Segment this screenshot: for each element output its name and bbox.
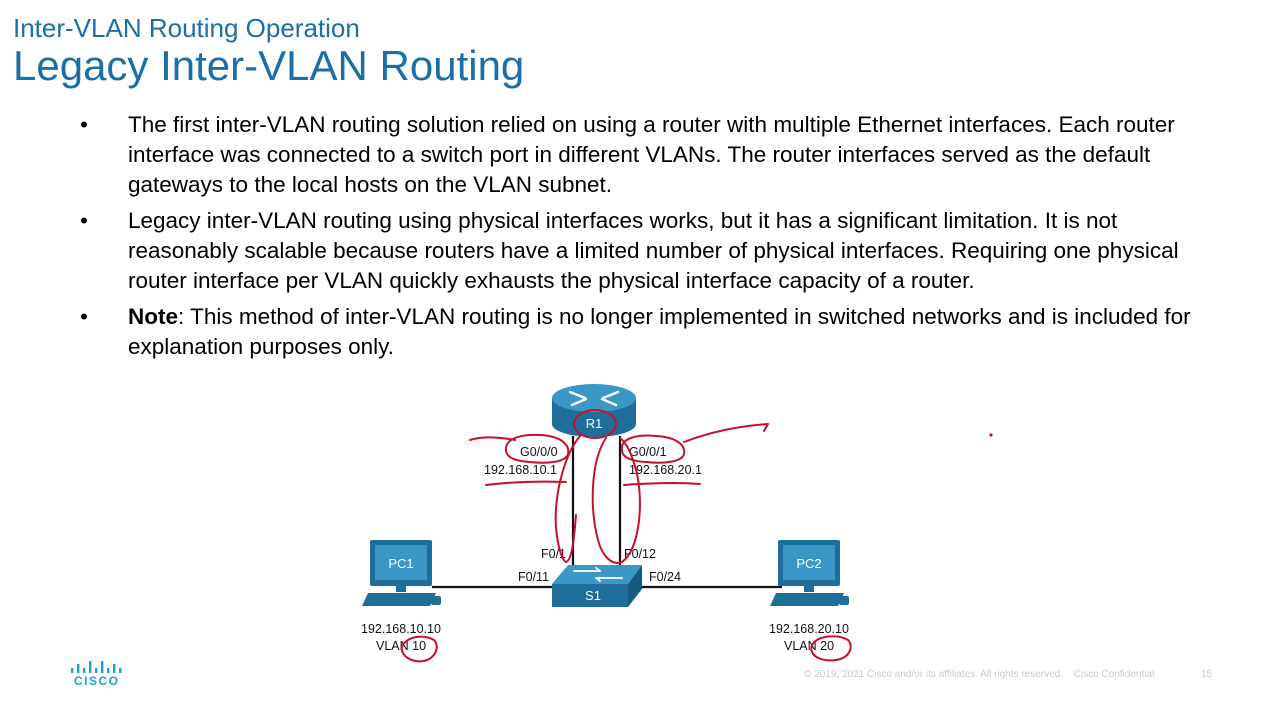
cisco-logo: CISCO [70,660,122,690]
bullet-text: The first inter-VLAN routing solution re… [128,112,1175,197]
pc1-label: PC1 [388,556,413,571]
ink-dot [989,433,993,437]
bullet-text: Legacy inter-VLAN routing using physical… [128,208,1179,293]
switch-label: S1 [585,588,601,603]
cisco-wordmark: CISCO [74,674,120,688]
section-title: Inter-VLAN Routing Operation [13,13,360,43]
footer-copyright: © 2019, 2021 Cisco and/or its affiliates… [804,669,1063,680]
router-if-left-ip: 192.168.10.1 [484,463,557,477]
ink-circle-r1 [573,409,617,439]
switch-icon: S1 [552,565,642,607]
ink-underline-left [485,480,567,486]
bullet-dot: • [80,112,88,137]
bullet-list: • The first inter-VLAN routing solution … [78,110,1228,368]
bullet-dot: • [80,304,88,329]
router-if-right-ip: 192.168.20.1 [629,463,702,477]
pc1-icon: PC1 [362,540,441,606]
bullet-item: • Note: This method of inter-VLAN routin… [78,302,1228,362]
bullet-item: • Legacy inter-VLAN routing using physic… [78,206,1228,296]
pc2-label: PC2 [796,556,821,571]
pc2-vlan: VLAN 20 [784,639,834,653]
ink-circle-vlan20 [810,635,852,662]
footer: © 2019, 2021 Cisco and/or its affiliates… [804,669,1162,680]
switch-port-f024: F0/24 [649,570,681,584]
pc2-icon: PC2 [770,540,849,606]
router-icon: R1 [552,384,636,437]
ink-loop-right-link [591,437,641,564]
slide-title: Legacy Inter-VLAN Routing [13,42,525,89]
switch-port-f011: F0/11 [518,570,549,584]
ink-loop-left-link [554,435,581,563]
ink-circle-g001 [620,434,686,464]
bullet-dot: • [80,208,88,233]
ink-arrow-right [683,423,769,443]
page-number: 15 [1201,669,1213,680]
ink-circle-vlan10 [400,635,438,663]
footer-confidential: Cisco Confidential [1073,669,1155,680]
router-label: R1 [586,416,603,431]
bullet-text: : This method of inter-VLAN routing is n… [128,304,1191,359]
router-if-left-label: G0/0/0 [520,445,558,459]
pc2-ip: 192.168.20.10 [769,622,849,636]
ink-annotations [400,409,852,663]
ink-underline-right [623,481,701,486]
ink-stroke-left-top [469,436,516,441]
note-label: Note [128,304,178,329]
pc1-ip: 192.168.10.10 [361,622,441,636]
cisco-bars-icon [71,661,122,673]
title-section: Inter-VLAN Routing Operation Legacy Inte… [13,12,524,88]
bullet-item: • The first inter-VLAN routing solution … [78,110,1228,200]
router-if-right-label: G0/0/1 [629,445,667,459]
